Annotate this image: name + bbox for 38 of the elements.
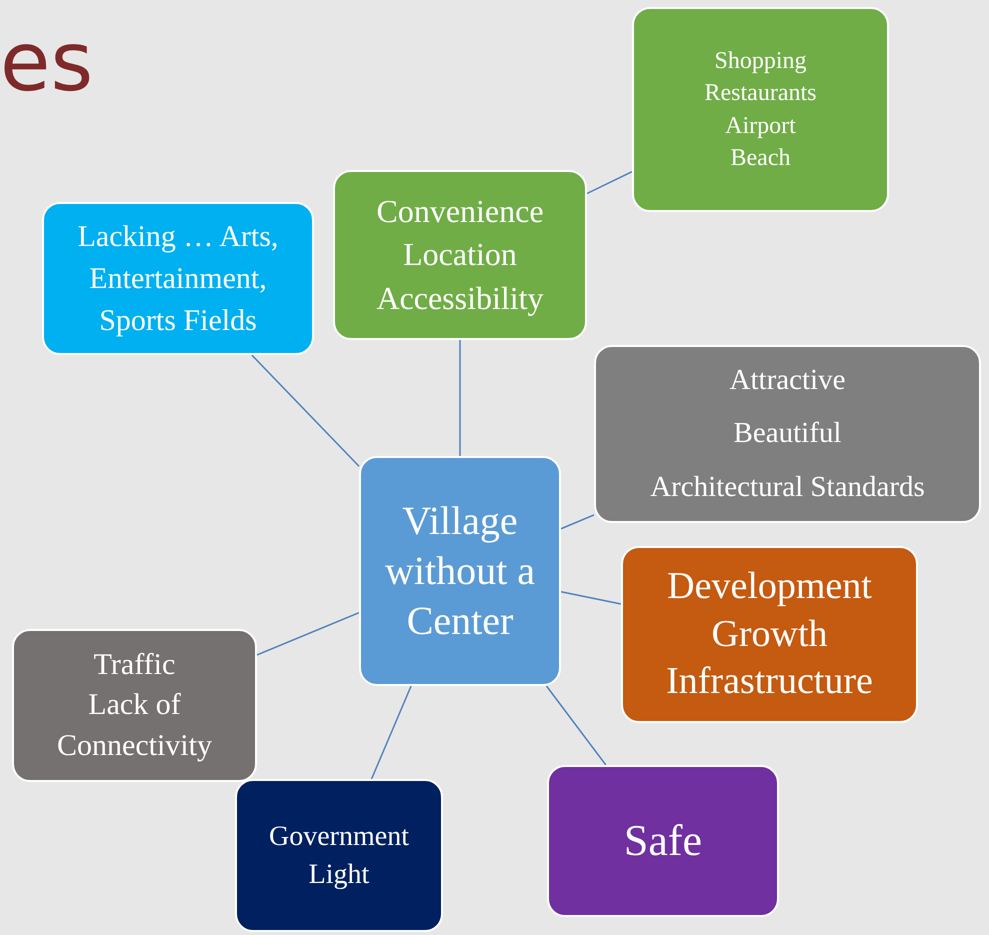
topic-text: Growth bbox=[711, 612, 828, 657]
topic-text: Infrastructure bbox=[666, 659, 873, 704]
topic-text: Traffic bbox=[94, 646, 176, 683]
topic-text: Convenience bbox=[376, 192, 544, 232]
topic-box bbox=[621, 546, 918, 723]
topic-text: Shopping bbox=[714, 46, 806, 76]
topic-box bbox=[359, 456, 561, 686]
topic-text: Airport bbox=[725, 112, 796, 140]
topic-text: Restaurants bbox=[704, 79, 816, 108]
connector-line bbox=[251, 354, 360, 467]
topic-text: Beautiful bbox=[734, 416, 842, 452]
topic-text: Lacking … Arts, Entertainment, Sports Fields bbox=[76, 218, 280, 338]
topic-text: Attractive bbox=[730, 362, 846, 398]
topic-text: Village without a Center bbox=[384, 497, 536, 645]
topic-box bbox=[42, 202, 314, 355]
connector-line bbox=[560, 590, 622, 605]
connector-line bbox=[459, 340, 461, 456]
topic-box bbox=[12, 629, 257, 782]
topic-text: Architectural Standards bbox=[650, 470, 925, 505]
topic-text: Lack of Connectivity bbox=[56, 687, 213, 764]
topic-box bbox=[632, 7, 889, 212]
connector-line bbox=[370, 686, 412, 780]
topic-text: Light bbox=[308, 858, 370, 892]
topic-text: Safe bbox=[624, 814, 702, 867]
topic-box bbox=[235, 779, 443, 932]
topic-box bbox=[547, 765, 779, 917]
topic-text: Beach bbox=[730, 144, 790, 173]
connector-line bbox=[546, 686, 606, 766]
connector-line bbox=[256, 612, 360, 656]
topic-box bbox=[333, 170, 587, 340]
topic-text: Government bbox=[269, 820, 409, 854]
topic-text: Development bbox=[667, 564, 872, 610]
connector-line bbox=[560, 514, 594, 530]
topic-text: Location bbox=[403, 235, 517, 274]
topic-text: Accessibility bbox=[376, 278, 544, 318]
topic-box bbox=[594, 345, 981, 523]
slide-title: es bbox=[0, 22, 94, 104]
connector-line bbox=[586, 171, 632, 194]
